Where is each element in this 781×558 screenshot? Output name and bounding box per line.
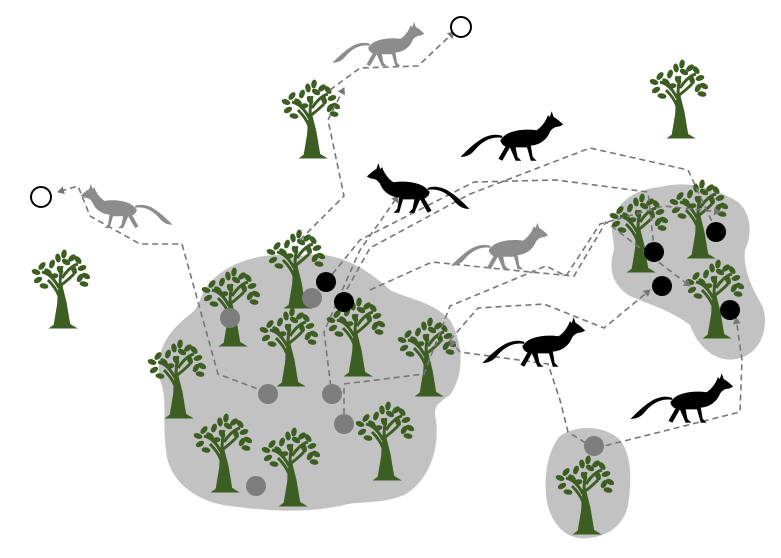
black-fox-icon: [630, 373, 734, 423]
dispersal-path: [449, 339, 595, 449]
black-fox-icon: [460, 111, 564, 161]
dispersal-path: [325, 179, 655, 283]
dispersal-path: [57, 185, 267, 393]
tree-icon: [29, 248, 93, 330]
resident-dot: [246, 476, 266, 496]
grey-fox-icon: [80, 183, 173, 229]
tree-icon: [647, 58, 711, 140]
dispersed-dot: [706, 222, 726, 242]
dispersal-path: [299, 87, 345, 241]
resident-dot: [220, 308, 240, 328]
black-fox-icon: [366, 163, 470, 213]
open-endpoint: [30, 186, 52, 208]
dispersal-path: [369, 220, 691, 291]
grey-fox-icon: [451, 222, 549, 270]
resident-dot: [334, 414, 354, 434]
dispersed-dot: [644, 242, 664, 262]
tree-icon: [279, 78, 343, 160]
resident-dot: [322, 384, 342, 404]
resident-dot: [584, 436, 604, 456]
dispersed-dot: [720, 300, 740, 320]
dispersed-dot: [334, 292, 354, 312]
dispersal-path: [595, 317, 743, 449]
endpoint-markers: [30, 16, 740, 496]
resident-dot: [302, 288, 322, 308]
dispersed-dot: [652, 276, 672, 296]
dispersal-path: [341, 147, 715, 299]
resident-dot: [258, 384, 278, 404]
open-endpoint: [450, 16, 472, 38]
black-fox-icon: [482, 317, 586, 367]
dispersed-dot: [316, 272, 336, 292]
dispersal-paths: [57, 31, 743, 449]
grey-fox-icon: [332, 21, 425, 67]
dispersal-path: [323, 195, 399, 397]
dispersal-path: [449, 289, 651, 341]
